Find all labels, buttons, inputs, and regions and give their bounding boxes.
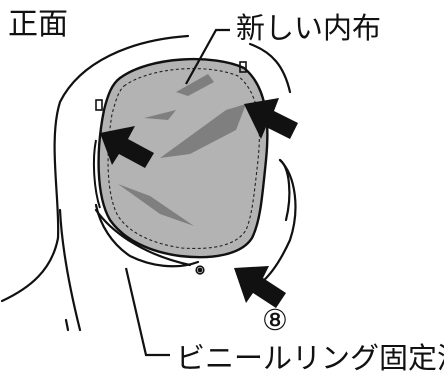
device-housing bbox=[0, 34, 297, 332]
new-liner-label: 新しい内布 bbox=[236, 11, 382, 45]
liner-fold-shading bbox=[118, 74, 246, 226]
groove-leader-line bbox=[124, 267, 170, 357]
push-arrow-upper-right bbox=[244, 98, 298, 139]
push-arrow-left bbox=[100, 126, 154, 168]
step-number-marker: ⑧ bbox=[262, 303, 288, 337]
push-arrows bbox=[100, 98, 298, 308]
new-liner bbox=[92, 57, 269, 259]
view-label: 正面 bbox=[8, 7, 68, 42]
push-arrow-lower-right bbox=[234, 266, 286, 308]
vinyl-ring-groove-label: ビニールリング固定溝 bbox=[176, 341, 444, 375]
liner-leader-line bbox=[185, 28, 230, 85]
housing-details bbox=[95, 61, 247, 275]
